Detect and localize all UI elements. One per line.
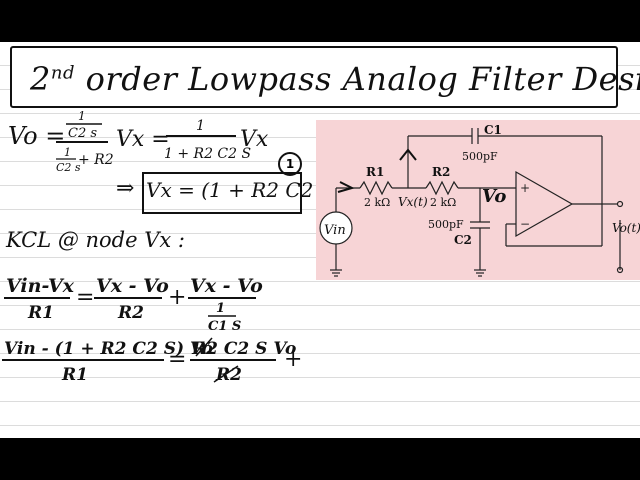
- kcl1-frac2-num: Vx - Vo: [96, 275, 169, 297]
- whiteboard-page: 2nd order Lowpass Analog Filter Design V…: [0, 42, 640, 438]
- page-title: 2nd order Lowpass Analog Filter Design: [30, 60, 640, 98]
- kcl2-frac2-num: R2 C2 S Vo: [191, 339, 296, 359]
- result-arrow: ⇒: [116, 176, 135, 201]
- circuit-panel: + − C1 500pF R1 2 kΩ R2 2 kΩ 500pF C2 Vx…: [316, 120, 640, 280]
- vx-label: Vx(t): [398, 195, 428, 209]
- r2-label: R2: [432, 165, 450, 179]
- r1-label: R1: [366, 165, 384, 179]
- kcl-equation-1: Vin-Vx R1 = Vx - Vo R2 + Vx - Vo 1 C1 S: [4, 275, 263, 334]
- letterbox-bottom: [0, 438, 640, 480]
- r1-value: 2 kΩ: [364, 196, 390, 209]
- letterbox-top: [0, 0, 640, 42]
- kcl2-plus: +: [284, 347, 302, 372]
- kcl1-frac3-den-num: 1: [216, 301, 225, 316]
- result-box: [142, 172, 302, 214]
- eq1-lhs: Vo =: [8, 122, 65, 150]
- opamp-plus: +: [520, 181, 530, 195]
- opamp-minus: −: [520, 217, 530, 231]
- kcl1-plus: +: [168, 285, 186, 310]
- kcl-equation-2: Vin - (1 + R2 C2 S) Vo R1 = R2 C2 S Vo R…: [2, 337, 302, 385]
- eq1-vx: Vx =: [116, 127, 170, 152]
- opamp: [515, 170, 574, 238]
- kcl2-eq: =: [168, 347, 186, 372]
- eq1-den-plus: + R2: [78, 152, 114, 168]
- kcl1-frac3-den-den: C1 S: [208, 319, 241, 334]
- filter-circuit-diagram: + − C1 500pF R1 2 kΩ R2 2 kΩ 500pF C2 Vx…: [319, 123, 640, 277]
- r1-resistor: [359, 180, 393, 196]
- eq1-num2: 1: [196, 118, 205, 134]
- eq1-den-num: 1: [64, 146, 71, 159]
- c1-value: 500pF: [462, 150, 498, 163]
- c2-label: C2: [454, 233, 472, 247]
- eq1-den-den: C2 s: [56, 161, 81, 174]
- vin-source: [319, 211, 353, 245]
- kcl2-cancel-bottom: [213, 365, 239, 383]
- kcl-heading: KCL @ node Vx :: [6, 228, 185, 252]
- eq1-den2: 1 + R2 C2 S: [164, 146, 251, 162]
- vo-output-label: Vo(t): [612, 221, 640, 235]
- kcl1-frac3-num: Vx - Vo: [190, 275, 263, 297]
- kcl2-frac1-num: Vin - (1 + R2 C2 S) Vo: [4, 339, 213, 359]
- c2-value: 500pF: [428, 218, 464, 231]
- title-ordinal-number: 2: [30, 60, 51, 98]
- eq1-num1: 1: [78, 109, 86, 123]
- kcl1-eq: =: [76, 285, 94, 310]
- kcl1-frac1-num: Vin-Vx: [6, 275, 75, 297]
- eq1-den1: C2 s: [68, 126, 97, 141]
- r2-value: 2 kΩ: [430, 196, 456, 209]
- c1-label: C1: [484, 123, 502, 137]
- title-box: 2nd order Lowpass Analog Filter Design: [10, 46, 640, 108]
- kcl2-frac2-den: R2: [215, 365, 242, 385]
- title-ordinal-suffix: nd: [50, 62, 75, 84]
- output-terminal: [616, 200, 624, 208]
- kcl2-cancel-top: [195, 337, 213, 357]
- vo-handwritten: Vo: [482, 186, 506, 207]
- eq1-vx2: Vx: [240, 127, 269, 152]
- title-text: order Lowpass Analog Filter Design: [85, 60, 640, 98]
- kcl1-frac2-den: R2: [117, 303, 144, 323]
- r2-resistor: [425, 180, 459, 196]
- equation-line-1: Vo = 1 C2 s 1 C2 s + R2 Vx = 1 1 + R2 C2…: [8, 109, 269, 174]
- equation-tag: 1: [278, 152, 302, 176]
- kcl1-frac1-den: R1: [27, 303, 54, 323]
- vin-label: Vin: [324, 223, 346, 238]
- kcl2-frac1-den: R1: [61, 365, 88, 385]
